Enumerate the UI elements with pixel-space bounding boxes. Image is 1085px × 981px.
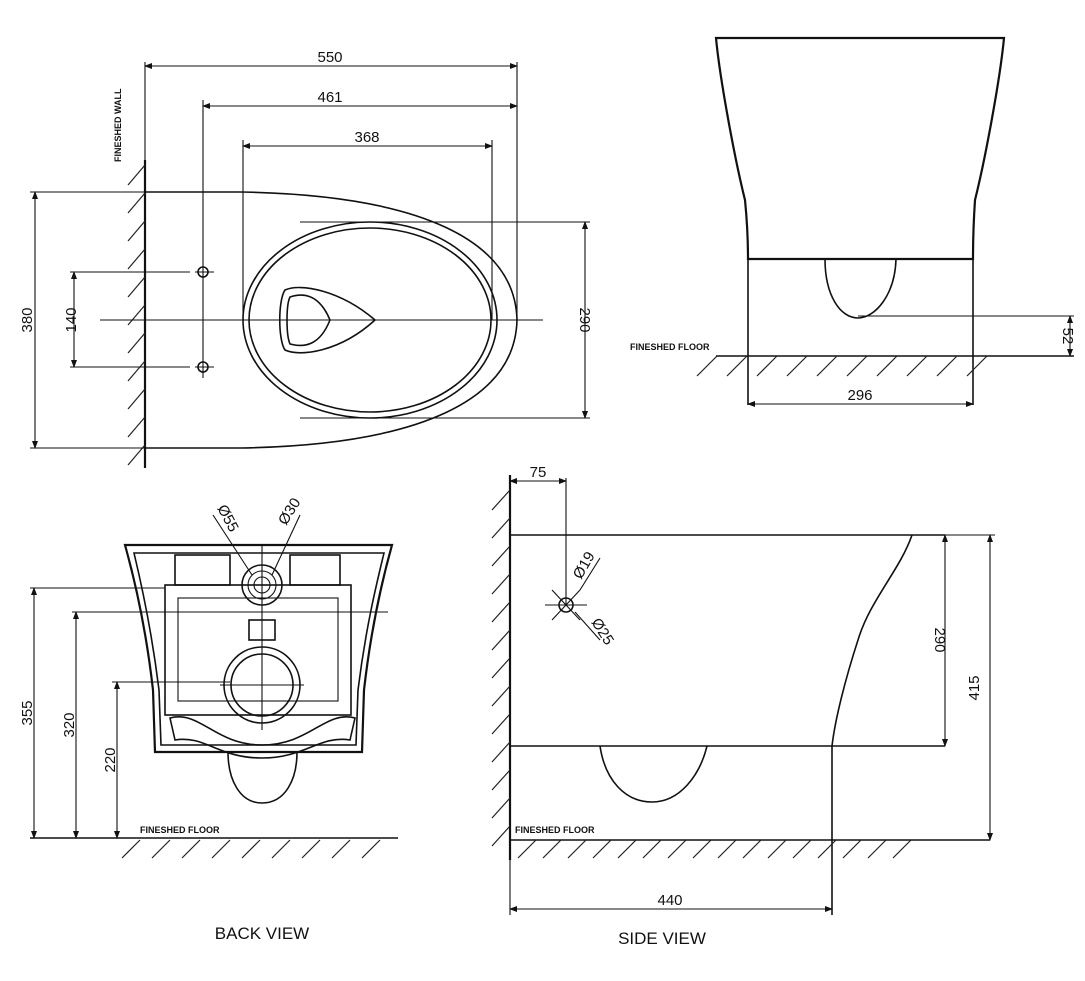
dim-52: 52 (1059, 328, 1076, 345)
floor-hatch-back (121, 839, 381, 859)
dim-290-side: 290 (931, 627, 948, 652)
dim-440: 440 (657, 892, 682, 909)
wall-hatch (127, 164, 146, 466)
dim-415: 415 (966, 675, 983, 700)
side-view: Ø19 Ø25 75 FINESHED FLOOR 290 (491, 464, 995, 948)
dim-380: 380 (19, 307, 36, 332)
dim-320: 320 (61, 712, 78, 737)
dim-290-top: 290 (576, 307, 593, 332)
dim-75: 75 (530, 464, 547, 481)
finished-floor-label-back: FINESHED FLOOR (140, 825, 220, 835)
dim-dia-55: Ø55 (213, 502, 241, 535)
dim-dia-30: Ø30 (275, 495, 304, 528)
floor-hatch-side (517, 839, 912, 859)
floor-hatch (696, 355, 988, 377)
dim-368: 368 (354, 129, 379, 146)
dim-550: 550 (317, 49, 342, 66)
back-view: Ø55 Ø30 FINESHED FLOOR 355 320 220 BACK … (19, 495, 398, 943)
dim-461: 461 (317, 89, 342, 106)
top-view: FINESHED WALL 550 461 368 38 (19, 49, 593, 468)
front-view: FINESHED FLOOR 52 296 (630, 36, 1076, 407)
dim-220: 220 (102, 747, 119, 772)
back-view-caption: BACK VIEW (215, 924, 309, 943)
side-view-caption: SIDE VIEW (618, 929, 706, 948)
wall-hatch-side (491, 489, 511, 847)
finished-floor-label-side: FINESHED FLOOR (515, 825, 595, 835)
dim-dia-19: Ø19 (570, 549, 599, 582)
finished-floor-label-front: FINESHED FLOOR (630, 342, 710, 352)
dim-355: 355 (19, 700, 36, 725)
dim-140: 140 (63, 307, 80, 332)
dim-296: 296 (847, 387, 872, 404)
finished-wall-label: FINESHED WALL (113, 88, 123, 162)
